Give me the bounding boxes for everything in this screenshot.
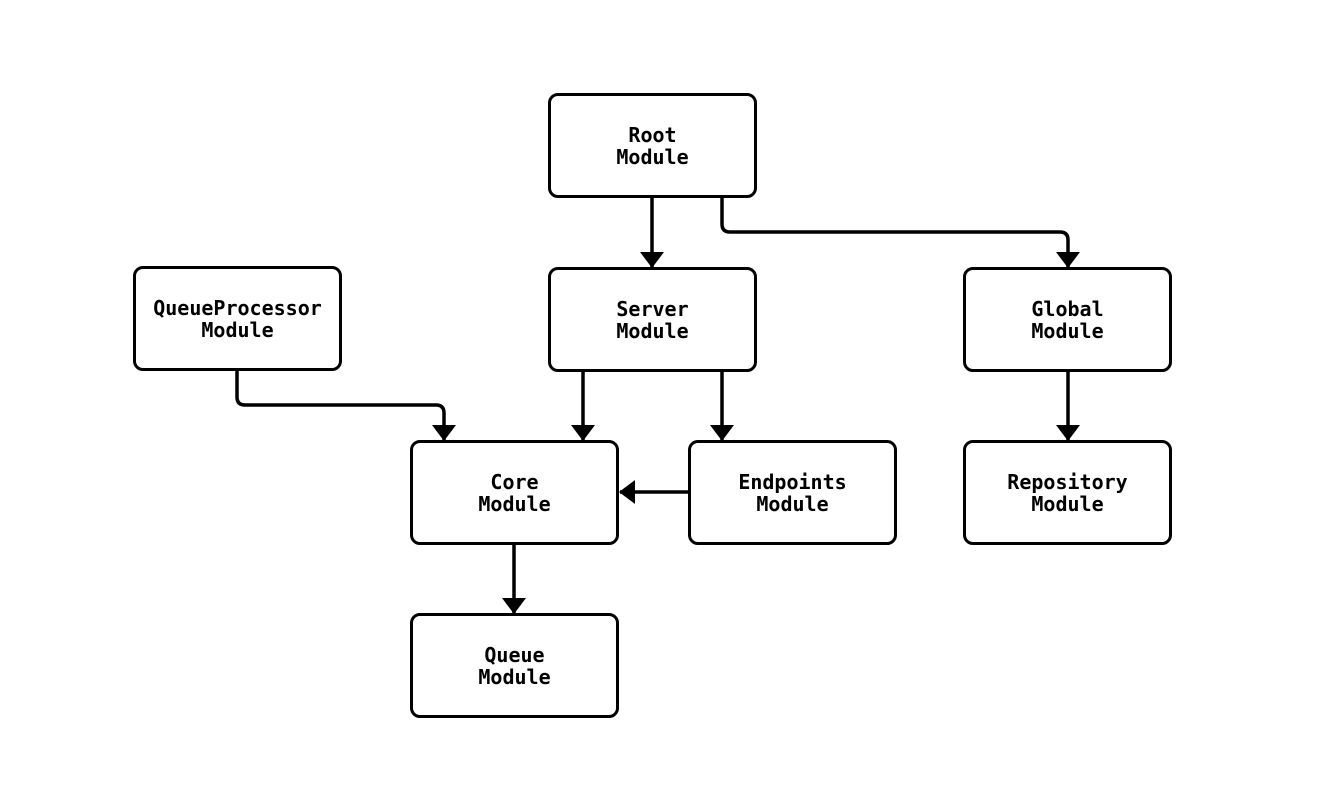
node-repository-module: Repository Module — [963, 440, 1172, 545]
node-repository-module-label: Repository Module — [1007, 469, 1128, 516]
node-global-module: Global Module — [963, 267, 1172, 372]
node-server-module: Server Module — [548, 267, 757, 372]
edge-queueprocessor-to-core — [235, 371, 456, 441]
node-queue-module-label: Queue Module — [478, 642, 551, 689]
node-root-module-label: Root Module — [616, 122, 689, 169]
node-server-module-label: Server Module — [616, 296, 689, 343]
node-endpoints-module: Endpoints Module — [688, 440, 897, 545]
node-core-module-label: Core Module — [478, 469, 551, 516]
node-global-module-label: Global Module — [1031, 296, 1104, 343]
node-core-module: Core Module — [410, 440, 619, 545]
node-queueprocessor-module: QueueProcessor Module — [133, 266, 342, 371]
node-queue-module: Queue Module — [410, 613, 619, 718]
edge-root-to-global — [720, 198, 1080, 268]
node-root-module: Root Module — [548, 93, 757, 198]
node-queueprocessor-module-label: QueueProcessor Module — [153, 295, 322, 342]
node-endpoints-module-label: Endpoints Module — [738, 469, 847, 516]
